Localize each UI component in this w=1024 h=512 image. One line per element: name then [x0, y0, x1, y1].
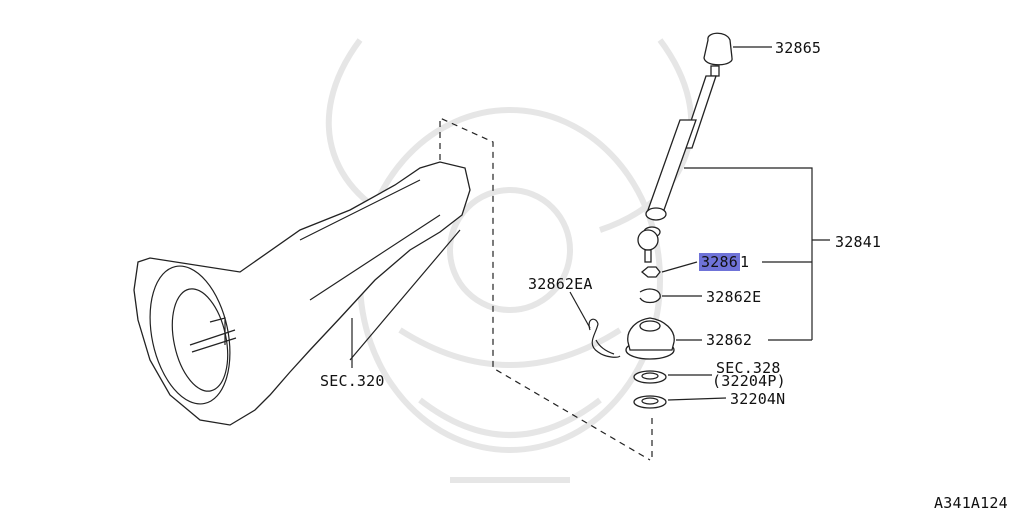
wire-spring: [588, 318, 621, 358]
washer-lower: [633, 395, 667, 409]
bracket-32841: [684, 167, 830, 340]
label-sec320[interactable]: SEC.320: [320, 372, 385, 390]
boot: [625, 317, 675, 360]
shift-lever: [637, 32, 733, 263]
label-32862[interactable]: 32862: [706, 331, 753, 349]
leader-32861: [661, 261, 698, 273]
dashed-alignment-lines: [439, 117, 653, 462]
figure-code: A341A124: [934, 494, 1008, 512]
label-32865[interactable]: 32865: [775, 39, 822, 57]
label-32862E[interactable]: 32862E: [706, 288, 762, 306]
label-32841[interactable]: 32841: [835, 233, 882, 251]
nut: [640, 266, 661, 278]
label-sec328[interactable]: SEC.328: [716, 359, 781, 377]
label-32861-highlight: 3286: [699, 253, 740, 271]
label-32204N[interactable]: 32204N: [730, 390, 786, 408]
leader-32862EA: [569, 291, 591, 329]
label-32204P[interactable]: (32204P): [712, 372, 786, 390]
clip: [639, 288, 661, 304]
leader-32204N: [667, 397, 727, 401]
label-32862EA[interactable]: 32862EA: [528, 275, 593, 293]
transmission-housing: [133, 161, 471, 426]
label-32861-tail: 1: [739, 253, 750, 271]
washer-upper: [633, 370, 667, 384]
